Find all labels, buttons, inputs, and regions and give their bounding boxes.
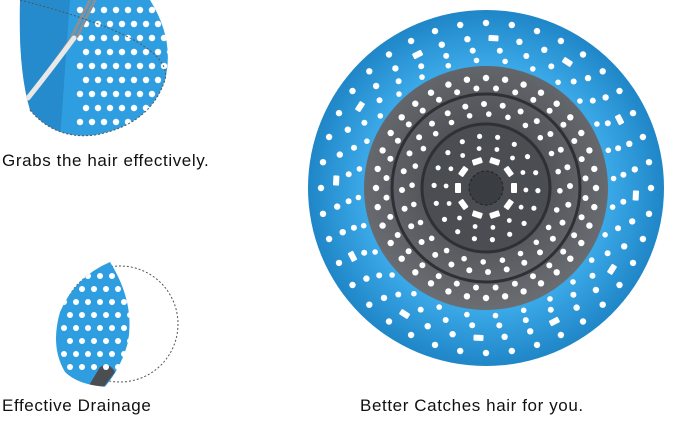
caption-better-catches-hair: Better Catches hair for you. [360,396,584,415]
zoom-detail-drainage [56,262,179,387]
caption-effective-drainage: Effective Drainage [2,396,152,415]
zoom-detail-hair-catch [19,0,168,137]
hair-catcher-strainer [308,10,664,366]
caption-grabs-hair: Grabs the hair effectively. [2,151,210,170]
